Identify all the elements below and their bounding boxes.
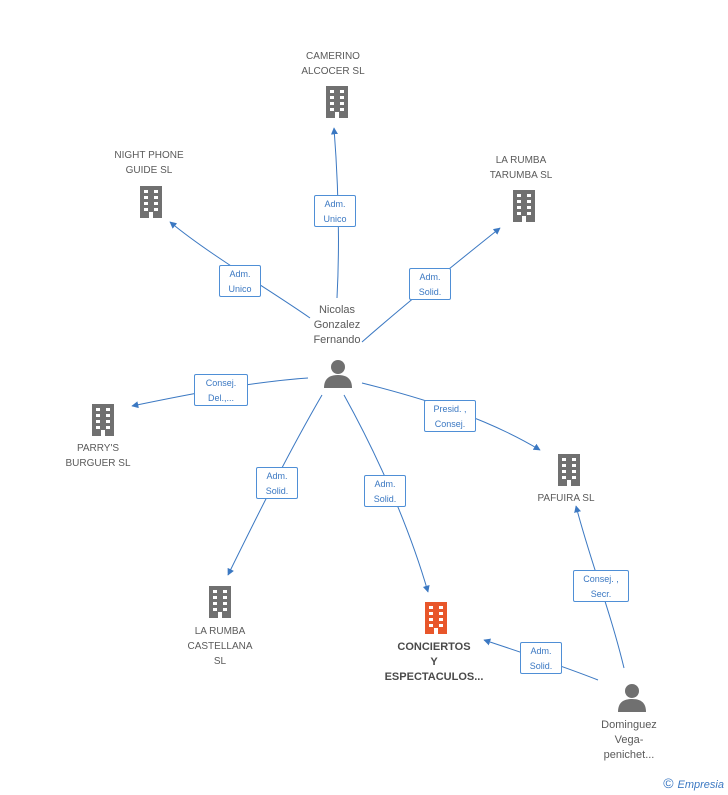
building-icon[interactable] [205,584,235,618]
relation-label[interactable]: Adm. Unico [219,265,261,297]
company-nightphone[interactable]: NIGHT PHONE GUIDE SL [89,148,209,178]
relation-label[interactable]: Presid. , Consej. [424,400,476,432]
company-conciertos[interactable]: CONCIERTOS Y ESPECTACULOS... [374,640,494,685]
building-icon[interactable] [554,452,584,486]
company-name: PARRY'S BURGUER SL [65,443,131,469]
company-name: NIGHT PHONE GUIDE SL [114,150,184,176]
person-icon[interactable] [616,682,648,712]
relation-label[interactable]: Adm. Solid. [409,268,451,300]
company-camerino[interactable]: CAMERINO ALCOCER SL [273,49,393,79]
company-name: CAMERINO ALCOCER SL [301,51,365,77]
company-pafuira[interactable]: PAFUIRA SL [506,491,626,506]
company-larumbacastellana[interactable]: LA RUMBA CASTELLANA SL [160,624,280,669]
company-name: LA RUMBA CASTELLANA SL [187,626,253,667]
building-icon[interactable] [136,184,166,218]
building-icon[interactable] [322,84,352,118]
relation-label[interactable]: Adm. Solid. [520,642,562,674]
company-name: LA RUMBA TARUMBA SL [489,155,553,181]
person-name-nicolas[interactable]: Nicolas Gonzalez Fernando [313,304,361,346]
company-name: PAFUIRA SL [537,493,595,504]
relation-label[interactable]: Consej. Del.,... [194,374,248,406]
company-name: CONCIERTOS Y ESPECTACULOS... [384,641,484,683]
building-icon[interactable] [509,188,539,222]
relation-label[interactable]: Adm. Solid. [256,467,298,499]
building-main-icon[interactable] [421,600,451,634]
copyright-icon: © [663,775,674,791]
brand-logo-text: Empresia [677,779,724,791]
footer-brand: ©Empresia [663,775,724,791]
relation-label[interactable]: Consej. , Secr. [573,570,629,602]
person-name-dominguez[interactable]: Dominguez Vega- penichet... [601,719,657,761]
relation-label[interactable]: Adm. Unico [314,195,356,227]
relation-label[interactable]: Adm. Solid. [364,475,406,507]
company-parrys[interactable]: PARRY'S BURGUER SL [38,441,158,471]
building-icon[interactable] [88,402,118,436]
company-larumbatarumba[interactable]: LA RUMBA TARUMBA SL [461,153,581,183]
person-icon[interactable] [322,358,354,388]
